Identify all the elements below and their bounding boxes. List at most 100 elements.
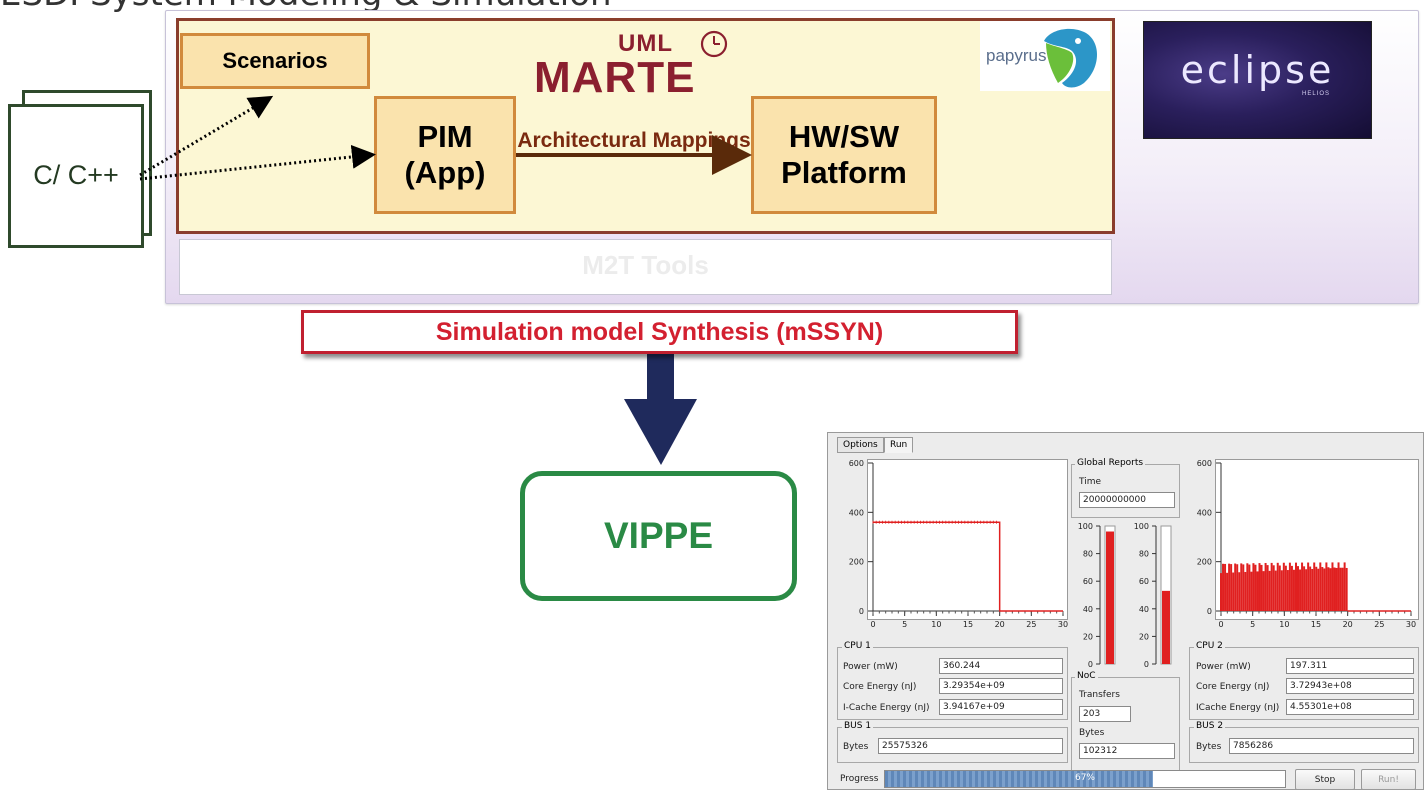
cpu2-plot-y-tick-label: 200	[1197, 558, 1212, 567]
simulation-model-synthesis-box: Simulation model Synthesis (mSSYN)	[301, 310, 1018, 354]
eclipse-helios-logo	[1143, 21, 1372, 139]
cpu2-core-energy-label: Core Energy (nJ)	[1196, 682, 1270, 692]
source-to-pim-arrow	[139, 144, 376, 181]
cpu2-plot-x-tick-label: 0	[1218, 620, 1223, 629]
bar-meter-2-tick-label: 0	[1144, 660, 1149, 669]
cpu2-plot-y-tick-label: 0	[1207, 607, 1212, 616]
time-field: 20000000000	[1079, 492, 1175, 508]
clock-icon	[700, 30, 728, 58]
marte-logo-text: MARTE	[534, 53, 696, 102]
global-reports-title: Global Reports	[1075, 458, 1146, 468]
noc-transfers-label: Transfers	[1079, 690, 1120, 700]
cpu1-plot-x-tick-label: 10	[931, 620, 941, 629]
cpu1-core-energy-field: 3.29354e+09	[939, 678, 1063, 694]
bus1-title: BUS 1	[842, 721, 874, 731]
cpu2-plot-x-tick-label: 10	[1279, 620, 1289, 629]
stop-button[interactable]: Stop	[1295, 769, 1355, 790]
progress-bar-fill	[885, 771, 1153, 787]
cpu1-plot-x-tick-label: 5	[902, 620, 907, 629]
cpu2-title: CPU 2	[1194, 641, 1225, 651]
bus2-group	[1189, 727, 1419, 763]
run-button[interactable]: Run!	[1361, 769, 1416, 790]
cpu1-plot-y-tick-label: 600	[849, 459, 864, 468]
cpu1-core-energy-label: Core Energy (nJ)	[843, 682, 917, 692]
cpu1-plot-x-tick-label: 15	[963, 620, 973, 629]
cpu1-power-label: Power (mW)	[843, 662, 898, 672]
cpu2-cache-energy-field: 4.55301e+08	[1286, 699, 1414, 715]
cpu2-plot-x-tick-label: 20	[1343, 620, 1353, 629]
bar-meter-1-tick-label: 40	[1083, 605, 1093, 614]
bar-meter-1-fill	[1106, 531, 1114, 664]
m2t-tools-label: M2T Tools	[582, 250, 709, 280]
noc-bytes-label: Bytes	[1079, 728, 1105, 738]
cpu1-plot-x-tick-label: 25	[1026, 620, 1036, 629]
eclipse-logo-text: eclipse	[1180, 48, 1335, 92]
cpu1-plot-x-tick-label: 0	[870, 620, 875, 629]
cpu2-plot-x-tick-label: 5	[1250, 620, 1255, 629]
tab-run[interactable]: Run	[884, 437, 914, 453]
cpu2-core-energy-field: 3.72943e+08	[1286, 678, 1414, 694]
bus1-group	[837, 727, 1068, 763]
cpu2-plot-y-tick-label: 600	[1197, 459, 1212, 468]
cpu1-plot-series-line	[873, 521, 1063, 612]
cpu2-plot-x-tick-label: 25	[1374, 620, 1384, 629]
synthesis-to-vippe-arrow	[624, 354, 697, 465]
cpu1-cache-energy-field: 3.94167e+09	[939, 699, 1063, 715]
bus2-bytes-label: Bytes	[1196, 742, 1222, 752]
time-label: Time	[1079, 477, 1102, 487]
cpu1-power-field: 360.244	[939, 658, 1063, 674]
bar-meter-2-tick-label: 20	[1139, 632, 1149, 641]
cpu1-title: CPU 1	[842, 641, 873, 651]
progress-percent-text: 67%	[1074, 773, 1095, 783]
cpu1-plot-y-tick-label: 200	[849, 558, 864, 567]
global-reports-group	[1071, 464, 1180, 518]
bar-meter-1-tick-label: 60	[1083, 577, 1093, 586]
bar-meter-2-fill	[1162, 590, 1170, 664]
scenarios-box: Scenarios	[180, 33, 370, 89]
noc-bytes-field: 102312	[1079, 743, 1175, 759]
papyrus-bird-icon	[1044, 28, 1098, 88]
bar-meter-1-tick-label: 20	[1083, 632, 1093, 641]
bus2-bytes-field: 7856286	[1229, 738, 1414, 754]
bar-meter-1-tick-label: 100	[1078, 522, 1093, 531]
eclipse-helios-text: HELIOS	[1301, 91, 1330, 97]
m2t-tools-panel	[179, 239, 1112, 295]
source-to-scenarios-arrow	[139, 95, 274, 177]
bar-meter-2-tick-label: 40	[1139, 605, 1149, 614]
cpu2-plot-x-tick-label: 15	[1311, 620, 1321, 629]
architectural-mappings-label: Architectural Mappings	[517, 129, 751, 152]
hw-sw-platform-box: HW/SW Platform	[751, 96, 937, 214]
tab-options[interactable]: Options	[837, 437, 884, 453]
cpu2-power-field: 197.311	[1286, 658, 1414, 674]
cpu2-plot-series-line	[1220, 562, 1348, 611]
vippe-box: VIPPE	[520, 471, 797, 601]
papyrus-logo	[980, 21, 1110, 91]
cpu1-plot-y-tick-label: 0	[859, 607, 864, 616]
cpu2-plot-y-tick-label: 400	[1197, 508, 1212, 517]
cpu2-plot-x-tick-label: 30	[1406, 620, 1416, 629]
uml-logo-text: UML	[618, 30, 673, 57]
cpu1-cache-energy-label: I-Cache Energy (nJ)	[843, 703, 930, 713]
papyrus-logo-text: papyrus	[986, 46, 1047, 65]
noc-transfers-field: 203	[1079, 706, 1131, 722]
progress-label: Progress	[840, 774, 879, 784]
cpu1-plot-x-tick-label: 20	[995, 620, 1005, 629]
bar-meter-2-tick-label: 100	[1134, 522, 1149, 531]
cpu2-power-label: Power (mW)	[1196, 662, 1251, 672]
noc-title: NoC	[1075, 671, 1098, 681]
cpu2-cache-energy-label: ICache Energy (nJ)	[1196, 703, 1280, 713]
cpu1-group	[837, 647, 1068, 720]
cpu2-group	[1189, 647, 1419, 720]
cpu1-plot-y-tick-label: 400	[849, 508, 864, 517]
bus1-bytes-label: Bytes	[843, 742, 869, 752]
bus1-bytes-field: 25575326	[878, 738, 1063, 754]
bar-meter-1-tick-label: 0	[1088, 660, 1093, 669]
cpu2-power-chart: 0 5 10 15 20 25 30 600 400 200 0	[1197, 459, 1416, 629]
bar-meter-1-tick-label: 80	[1083, 550, 1093, 559]
pim-app-box: PIM (App)	[374, 96, 516, 214]
source-file-c-cpp: C/ C++	[8, 104, 144, 248]
bar-meter-2-tick-label: 60	[1139, 577, 1149, 586]
